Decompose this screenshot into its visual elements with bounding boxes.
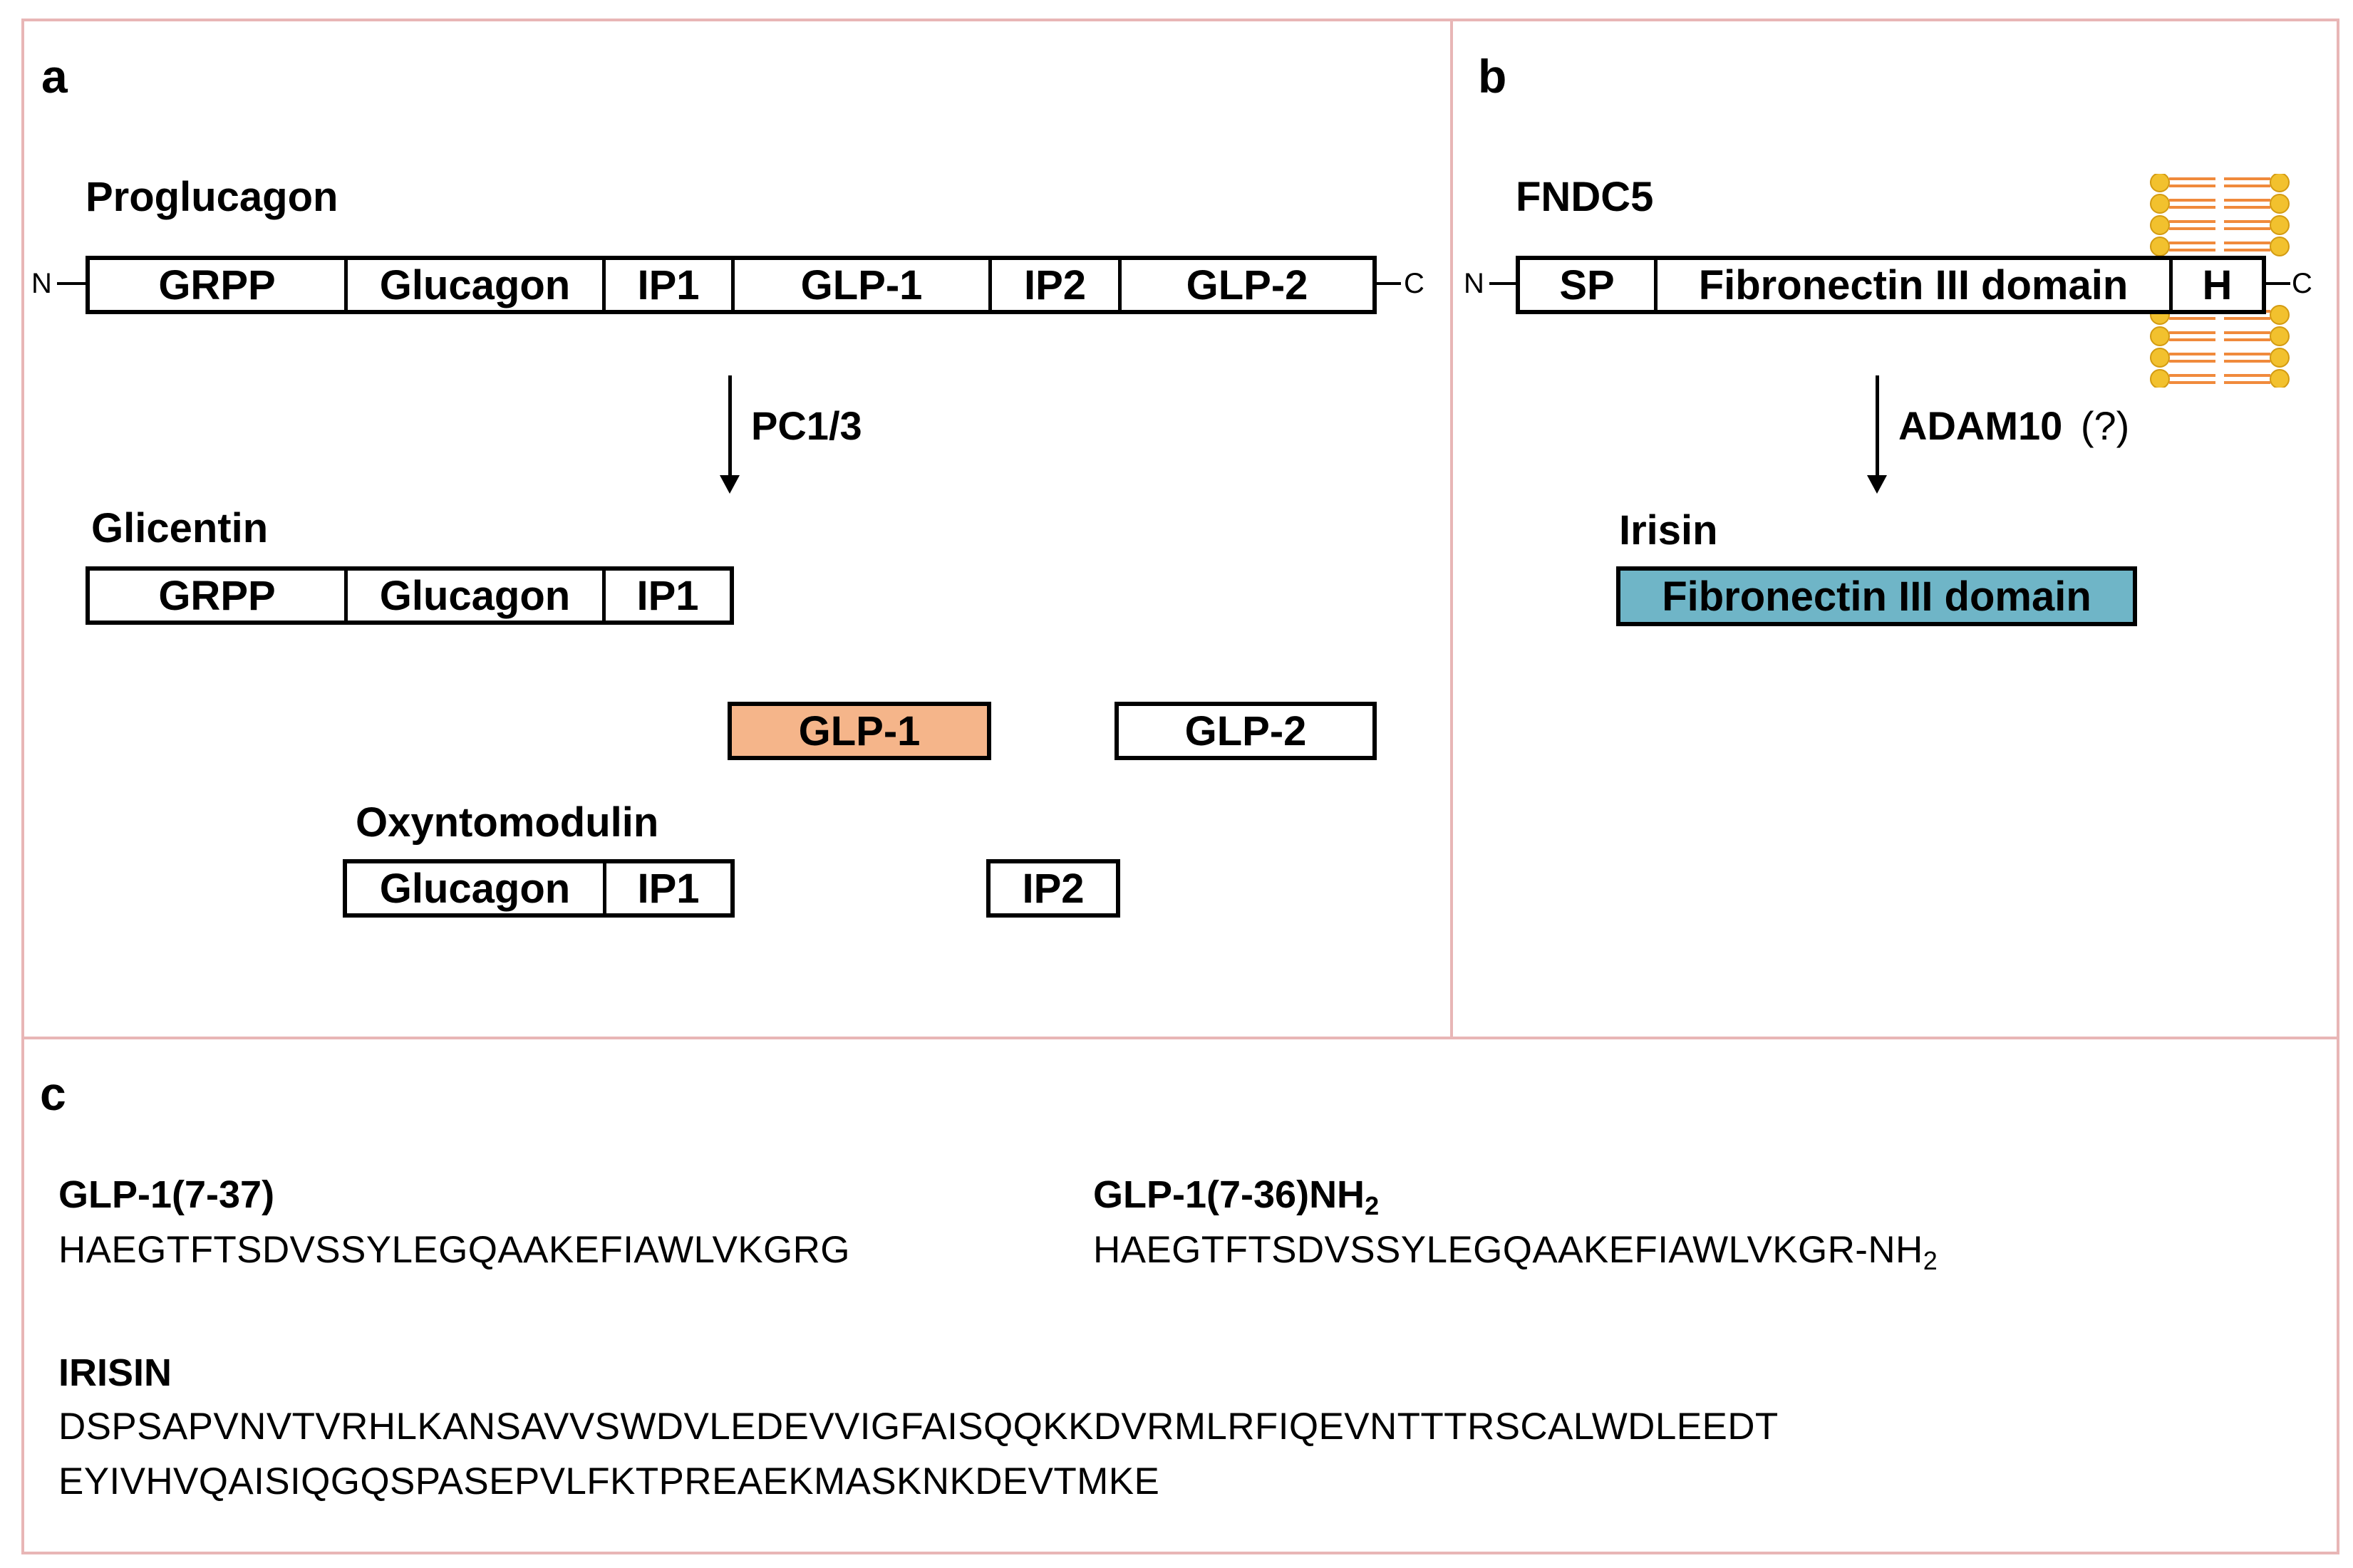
- irisin-sequence-line-2: EYIVHVQAISIQGQSPASEPVLFKTPREAEKMASKNKDEV…: [58, 1460, 1160, 1502]
- enzyme-adam10-label: ADAM10 (?): [1898, 406, 2129, 446]
- glp2-product-label: GLP-2: [1184, 707, 1307, 754]
- fndc5-n-line: [1489, 282, 1518, 285]
- lipid-head: [2270, 326, 2290, 346]
- glicentin-segment-ip1: IP1: [636, 572, 699, 619]
- oxyntomodulin-segment-glucagon: Glucagon: [347, 863, 606, 913]
- glp1-7-36nh2-title-main: GLP-1(7-36)NH: [1093, 1173, 1365, 1216]
- glp1-7-37-sequence: HAEGTFTSDVSSYLEGQAAKEFIAWLVKGRG: [58, 1229, 850, 1271]
- proglucagon-bar: GRPP Glucagon IP1 GLP-1 IP2 GLP-2: [86, 256, 1377, 314]
- fndc5-c-terminus: C: [2292, 268, 2312, 299]
- segment-grpp: GRPP: [90, 260, 348, 310]
- irisin-product-box: Fibronectin III domain: [1616, 566, 2137, 626]
- proglucagon-title: Proglucagon: [86, 174, 338, 220]
- lipid-head: [2270, 237, 2290, 256]
- lipid-head: [2150, 348, 2170, 368]
- lipid-head: [2150, 215, 2170, 235]
- lipid-head: [2270, 174, 2290, 192]
- glicentin-segment-grpp: GRPP: [90, 571, 348, 621]
- lipid-head: [2270, 194, 2290, 214]
- lipid-head: [2270, 369, 2290, 388]
- lipid-head: [2270, 305, 2290, 325]
- fndc5-bar: SP Fibronectin III domain H: [1516, 256, 2266, 314]
- oxyntomodulin-bar: Glucagon IP1: [343, 859, 735, 918]
- adam10-arrow-shaft: [1876, 375, 1879, 482]
- lipid-head: [2150, 194, 2170, 214]
- irisin-sequence-title: IRISIN: [58, 1351, 172, 1394]
- glicentin-title: Glicentin: [91, 505, 269, 551]
- glp1-7-36nh2-title: GLP-1(7-36)NH2: [1093, 1173, 1379, 1219]
- panel-c-frame: [21, 1037, 2339, 1554]
- glp1-7-36nh2-sequence-sub: 2: [1923, 1246, 1938, 1275]
- c-terminus-line: [1372, 282, 1401, 285]
- fndc5-c-line: [2263, 282, 2290, 285]
- lipid-head: [2150, 237, 2170, 256]
- glp1-7-37-title: GLP-1(7-37): [58, 1173, 275, 1216]
- glicentin-bar: GRPP Glucagon IP1: [86, 566, 734, 625]
- oxyntomodulin-segment-ip1: IP1: [637, 865, 700, 912]
- glp2-product-box: GLP-2: [1115, 702, 1377, 760]
- cleavage-arrow-shaft: [728, 375, 732, 482]
- lipid-head: [2270, 215, 2290, 235]
- fndc5-title: FNDC5: [1516, 174, 1654, 220]
- segment-fibronectin: Fibronectin III domain: [1658, 260, 2173, 310]
- proglucagon-c-terminus: C: [1404, 268, 1424, 299]
- segment-glucagon: Glucagon: [348, 260, 606, 310]
- n-terminus-line: [57, 282, 87, 285]
- panel-b-frame: [1450, 19, 2339, 1039]
- glp1-7-36nh2-sequence-main: HAEGTFTSDVSSYLEGQAAKEFIAWLVKGR-NH: [1093, 1229, 1923, 1271]
- segment-glp1: GLP-1: [735, 260, 992, 310]
- adam10-uncertain-note: (?): [2080, 403, 2130, 448]
- lipid-head: [2150, 326, 2170, 346]
- segment-h: H: [2202, 261, 2233, 308]
- adam10-arrow-head: [1867, 475, 1887, 494]
- adam10-name: ADAM10: [1898, 403, 2063, 448]
- glp1-product-label: GLP-1: [798, 707, 921, 754]
- lipid-head: [2270, 348, 2290, 368]
- lipid-bilayer-icon: [2150, 174, 2290, 388]
- irisin-title: Irisin: [1619, 507, 1718, 554]
- oxyntomodulin-title: Oxyntomodulin: [356, 799, 659, 846]
- ip2-product-label: IP2: [1022, 865, 1085, 912]
- ip2-product-box: IP2: [986, 859, 1120, 918]
- fndc5-n-terminus: N: [1464, 268, 1484, 299]
- segment-sp: SP: [1520, 260, 1658, 310]
- irisin-sequence-line-1: DSPSAPVNVTVRHLKANSAVVSWDVLEDEVVIGFAISQQK…: [58, 1406, 1779, 1448]
- segment-ip1: IP1: [606, 260, 735, 310]
- panel-b-letter: b: [1478, 50, 1507, 103]
- irisin-product-label: Fibronectin III domain: [1662, 573, 2091, 620]
- lipid-head: [2150, 369, 2170, 388]
- panel-c-letter: c: [40, 1067, 66, 1120]
- glp1-7-36nh2-sequence: HAEGTFTSDVSSYLEGQAAKEFIAWLVKGR-NH2: [1093, 1229, 1938, 1274]
- panel-a-letter: a: [41, 50, 68, 103]
- segment-glp2: GLP-2: [1186, 261, 1308, 308]
- glp1-product-box: GLP-1: [728, 702, 991, 760]
- segment-ip2: IP2: [992, 260, 1122, 310]
- glp1-7-36nh2-title-sub: 2: [1365, 1191, 1380, 1220]
- glicentin-segment-glucagon: Glucagon: [348, 571, 606, 621]
- lipid-head: [2150, 174, 2170, 192]
- cleavage-arrow-head: [720, 475, 740, 494]
- proglucagon-n-terminus: N: [31, 268, 52, 299]
- enzyme-pc13-label: PC1/3: [751, 403, 862, 448]
